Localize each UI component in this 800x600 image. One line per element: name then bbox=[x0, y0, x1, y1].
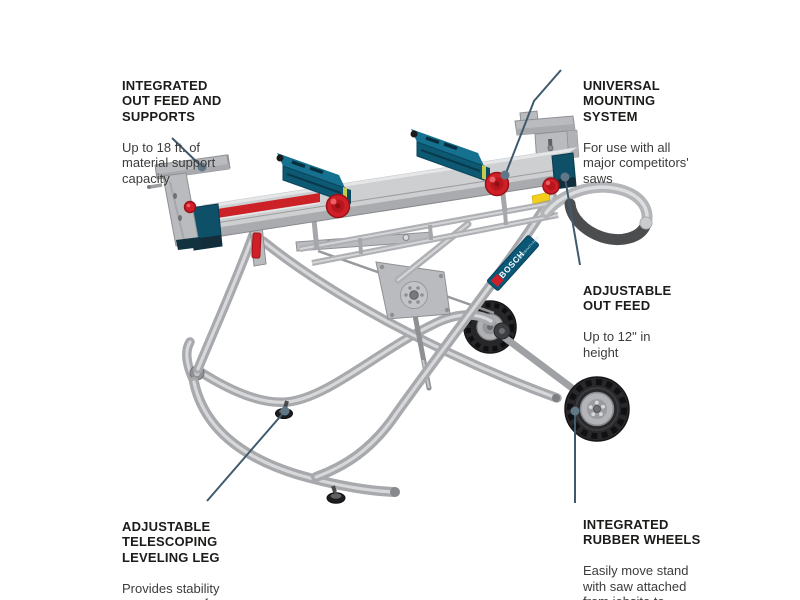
support-lock-knob-left bbox=[183, 200, 197, 214]
callout-body: Provides stability on uneven surfaces bbox=[122, 580, 235, 600]
callout-title: ADJUSTABLE TELESCOPING LEVELING LEG bbox=[122, 518, 220, 565]
leader-leveling-leg bbox=[206, 410, 286, 502]
transport-handle bbox=[540, 181, 653, 245]
callout-leader-lines bbox=[171, 69, 581, 503]
release-lever bbox=[251, 232, 262, 259]
frame-tubes bbox=[182, 191, 600, 497]
callout-title: UNIVERSAL MOUNTING SYSTEM bbox=[583, 77, 660, 124]
leader-mounting-system bbox=[505, 69, 562, 174]
bosch-logo-strip: BOSCH T4B GRAVITY-RISE bbox=[487, 235, 540, 291]
leader-dot-leveling-leg bbox=[280, 406, 290, 416]
outfeed-support-left bbox=[147, 154, 231, 250]
warning-sticker bbox=[531, 191, 551, 205]
rail-end-stop-left bbox=[276, 154, 284, 162]
rail-end-stop-right bbox=[410, 130, 418, 138]
callout-adjustable-out-feed: ADJUSTABLE OUT FEED Up to 12" in height bbox=[583, 267, 703, 376]
callout-body: Up to 18 ft. of material support capacit… bbox=[122, 139, 216, 186]
callout-rubber-wheels: INTEGRATED RUBBER WHEELS Easily move sta… bbox=[583, 501, 713, 600]
beam-red-stripe bbox=[198, 193, 320, 221]
leader-dot-adjustable-out-feed bbox=[560, 172, 570, 182]
callout-leveling-leg: ADJUSTABLE TELESCOPING LEVELING LEG Prov… bbox=[122, 503, 252, 600]
front-wheel bbox=[552, 376, 630, 442]
bosch-red-square bbox=[490, 274, 504, 287]
callout-title: ADJUSTABLE OUT FEED bbox=[583, 282, 672, 314]
beam-subframe bbox=[249, 185, 559, 267]
saw-mount-rail-right bbox=[410, 129, 510, 197]
callout-out-feed-supports: INTEGRATED OUT FEED AND SUPPORTS Up to 1… bbox=[122, 62, 237, 202]
callout-mounting-system: UNIVERSAL MOUNTING SYSTEM For use with a… bbox=[583, 62, 713, 202]
callout-title: INTEGRATED RUBBER WHEELS bbox=[583, 516, 701, 548]
saw-mount-rail-left bbox=[276, 153, 351, 219]
callout-body: For use with all major competitors' saws bbox=[583, 139, 689, 186]
leader-adjustable-out-feed bbox=[564, 177, 581, 266]
callout-title: INTEGRATED OUT FEED AND SUPPORTS bbox=[122, 77, 222, 124]
callout-body: Easily move stand with saw attached from… bbox=[583, 563, 689, 600]
leader-dot-mounting-system bbox=[500, 170, 510, 180]
leader-dot-rubber-wheels bbox=[570, 406, 580, 416]
leveling-feet bbox=[275, 400, 346, 504]
leader-dot-out-feed-supports bbox=[197, 162, 207, 172]
handle-grip bbox=[564, 198, 652, 245]
base-tube-end-cap bbox=[390, 487, 400, 497]
callout-body: Up to 12" in height bbox=[583, 329, 651, 360]
leader-out-feed-supports bbox=[171, 137, 202, 167]
